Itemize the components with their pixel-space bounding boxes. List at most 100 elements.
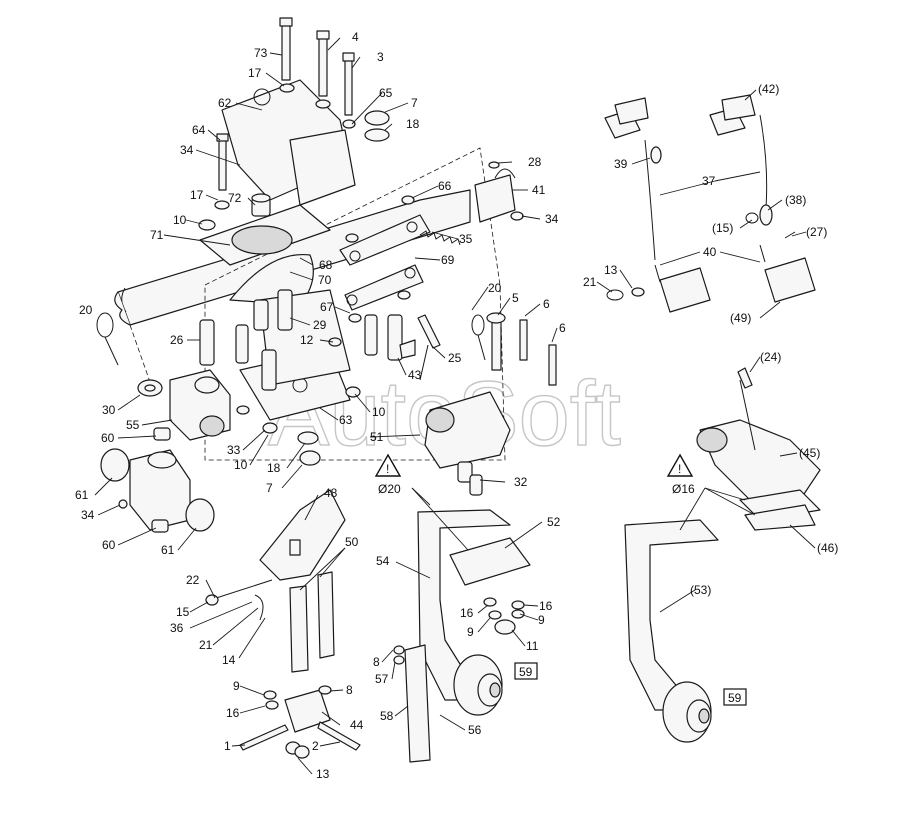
- part-label: (27): [806, 225, 827, 239]
- part-label: 35: [459, 232, 473, 246]
- part-label: 67: [320, 300, 334, 314]
- part-label: 59: [728, 691, 742, 705]
- part-label: 30: [102, 403, 116, 417]
- part-label: 6: [559, 321, 566, 335]
- part-label: 36: [170, 621, 184, 635]
- part-label: 59: [519, 665, 533, 679]
- part-label: (45): [799, 446, 820, 460]
- part-label: 10: [234, 458, 248, 472]
- part-label: 50: [345, 535, 359, 549]
- part-label: 54: [376, 554, 390, 568]
- part-label: 51: [370, 430, 384, 444]
- part-label: 9: [233, 679, 240, 693]
- part-label: 48: [324, 486, 338, 500]
- part-label: 60: [102, 538, 116, 552]
- part-label: 7: [411, 96, 418, 110]
- part-label: 9: [467, 625, 474, 639]
- part-label: 32: [514, 475, 528, 489]
- part-label: (15): [712, 221, 733, 235]
- part-label: 21: [583, 275, 597, 289]
- part-label: 55: [126, 418, 140, 432]
- part-label: 62: [218, 96, 232, 110]
- callout-box-59: [514, 662, 538, 680]
- part-label: 63: [339, 413, 353, 427]
- part-label: 33: [227, 443, 241, 457]
- part-label: 1: [224, 739, 231, 753]
- part-labels: 73 4 3 17 65 7 62 18 64 34 28 41 17 72 6…: [75, 30, 838, 781]
- leader-lines: [94, 37, 816, 775]
- part-label: (49): [730, 311, 751, 325]
- part-label: 13: [604, 263, 618, 277]
- part-label: 29: [313, 318, 327, 332]
- part-label: 4: [352, 30, 359, 44]
- part-label: 37: [702, 174, 716, 188]
- part-label: 69: [441, 253, 455, 267]
- part-label: 17: [248, 66, 262, 80]
- main-beam-assembly: [96, 17, 524, 533]
- part-label: 41: [532, 183, 546, 197]
- part-label: (53): [690, 583, 711, 597]
- right-bracket-assembly: [624, 367, 821, 743]
- part-label: 64: [192, 123, 206, 137]
- part-label: 16: [539, 599, 553, 613]
- warning-text: Ø16: [672, 482, 695, 496]
- part-label: 10: [372, 405, 386, 419]
- part-label: 34: [180, 143, 194, 157]
- part-label: 57: [375, 672, 389, 686]
- part-label: 25: [448, 351, 462, 365]
- part-label: 2: [312, 739, 319, 753]
- part-label: 21: [199, 638, 213, 652]
- part-label: 56: [468, 723, 482, 737]
- part-label: 16: [226, 706, 240, 720]
- part-label: 60: [101, 431, 115, 445]
- warning-triangle-icon: [374, 453, 402, 477]
- part-label: 6: [543, 297, 550, 311]
- part-label: 12: [300, 333, 314, 347]
- chain-assembly: [604, 94, 816, 313]
- part-label: (38): [785, 193, 806, 207]
- part-label: 8: [346, 683, 353, 697]
- part-label: 61: [75, 488, 89, 502]
- part-label: 16: [460, 606, 474, 620]
- part-label: 18: [267, 461, 281, 475]
- part-label: 71: [150, 228, 164, 242]
- part-label: 43: [408, 368, 422, 382]
- part-label: 3: [377, 50, 384, 64]
- part-label: 34: [545, 212, 559, 226]
- warning-symbol: !: [386, 462, 389, 476]
- warning-20: ! Ø20: [374, 453, 402, 496]
- part-label: 11: [526, 639, 539, 653]
- part-label: 10: [173, 213, 187, 227]
- part-label: 13: [316, 767, 330, 781]
- part-label: 73: [254, 46, 268, 60]
- part-label: 39: [614, 157, 628, 171]
- part-label: 70: [318, 273, 332, 287]
- part-label: 9: [538, 613, 545, 627]
- part-label: 58: [380, 709, 394, 723]
- part-label: (46): [817, 541, 838, 555]
- part-label: 8: [373, 655, 380, 669]
- part-label: 61: [161, 543, 175, 557]
- warning-16: ! Ø16: [666, 453, 695, 496]
- part-label: 66: [438, 179, 452, 193]
- part-label: 5: [512, 291, 519, 305]
- part-label: 65: [379, 86, 393, 100]
- center-mount-assembly: [393, 312, 557, 763]
- part-label: 52: [547, 515, 561, 529]
- part-label: (42): [758, 82, 779, 96]
- warning-triangle-icon: [666, 453, 694, 477]
- warning-text: Ø20: [378, 482, 401, 496]
- part-label: 18: [406, 117, 420, 131]
- part-label: 14: [222, 653, 236, 667]
- part-label: 17: [190, 188, 204, 202]
- part-label: 20: [488, 281, 502, 295]
- part-label: (24): [760, 350, 781, 364]
- warning-symbol: !: [678, 462, 681, 476]
- part-label: 44: [350, 718, 364, 732]
- part-label: 22: [186, 573, 200, 587]
- part-label: 20: [79, 303, 93, 317]
- lower-left-bracket-assembly: [205, 489, 361, 759]
- part-label: 28: [528, 155, 542, 169]
- part-label: 26: [170, 333, 184, 347]
